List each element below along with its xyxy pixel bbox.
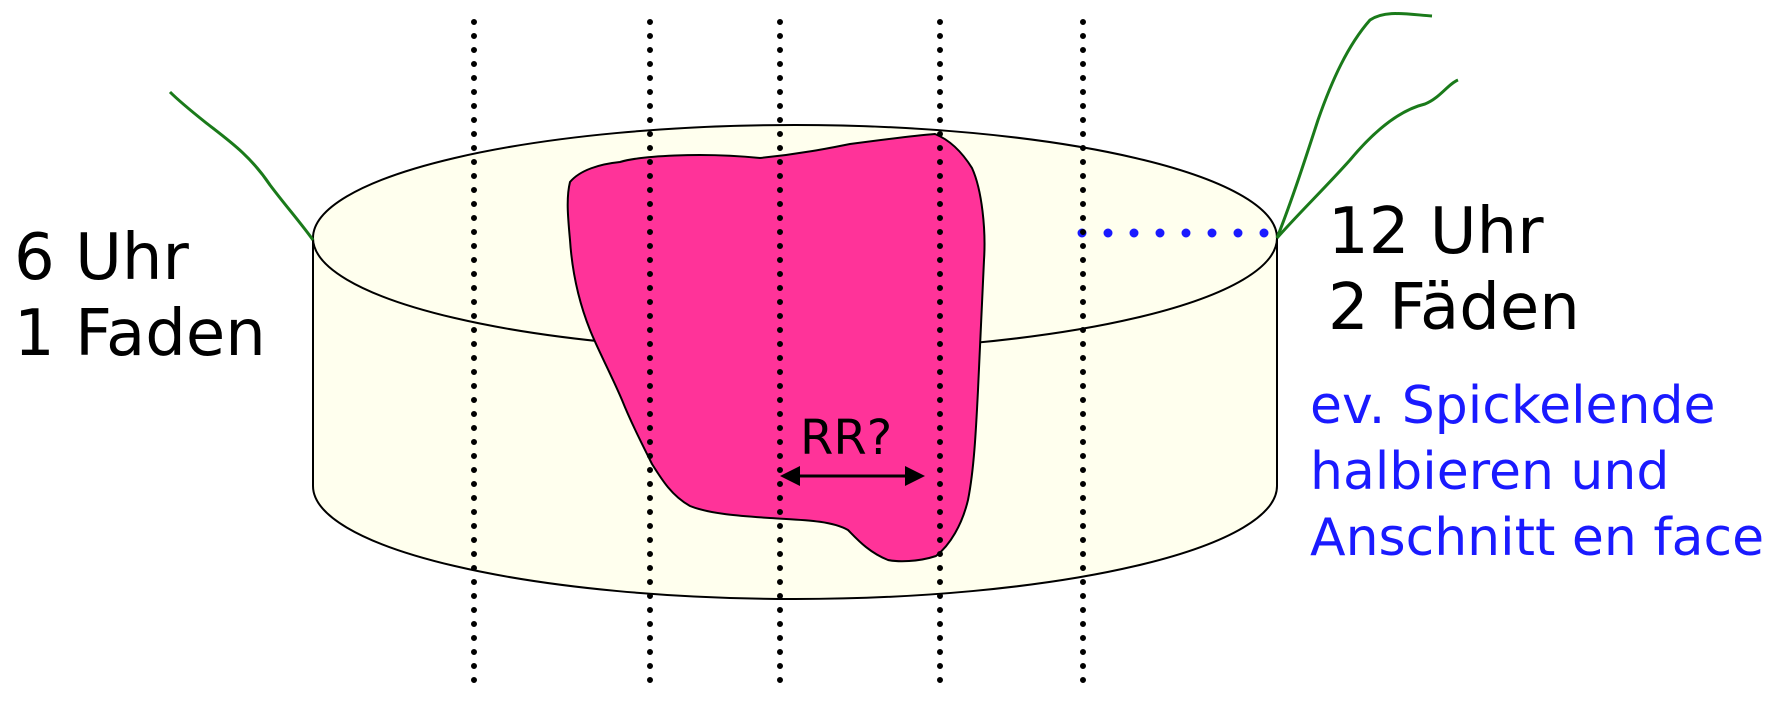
suture-single bbox=[170, 92, 313, 240]
note-line-1: ev. Spickelende bbox=[1310, 380, 1716, 432]
left-orientation-time: 6 Uhr bbox=[14, 226, 189, 290]
left-orientation-threads: 1 Faden bbox=[14, 302, 266, 366]
resection-margin-label: RR? bbox=[800, 414, 892, 462]
right-orientation-threads: 2 Fäden bbox=[1328, 276, 1580, 340]
note-line-3: Anschnitt en face bbox=[1310, 512, 1764, 564]
note-line-2: halbieren und bbox=[1310, 446, 1669, 498]
right-orientation-time: 12 Uhr bbox=[1328, 200, 1544, 264]
